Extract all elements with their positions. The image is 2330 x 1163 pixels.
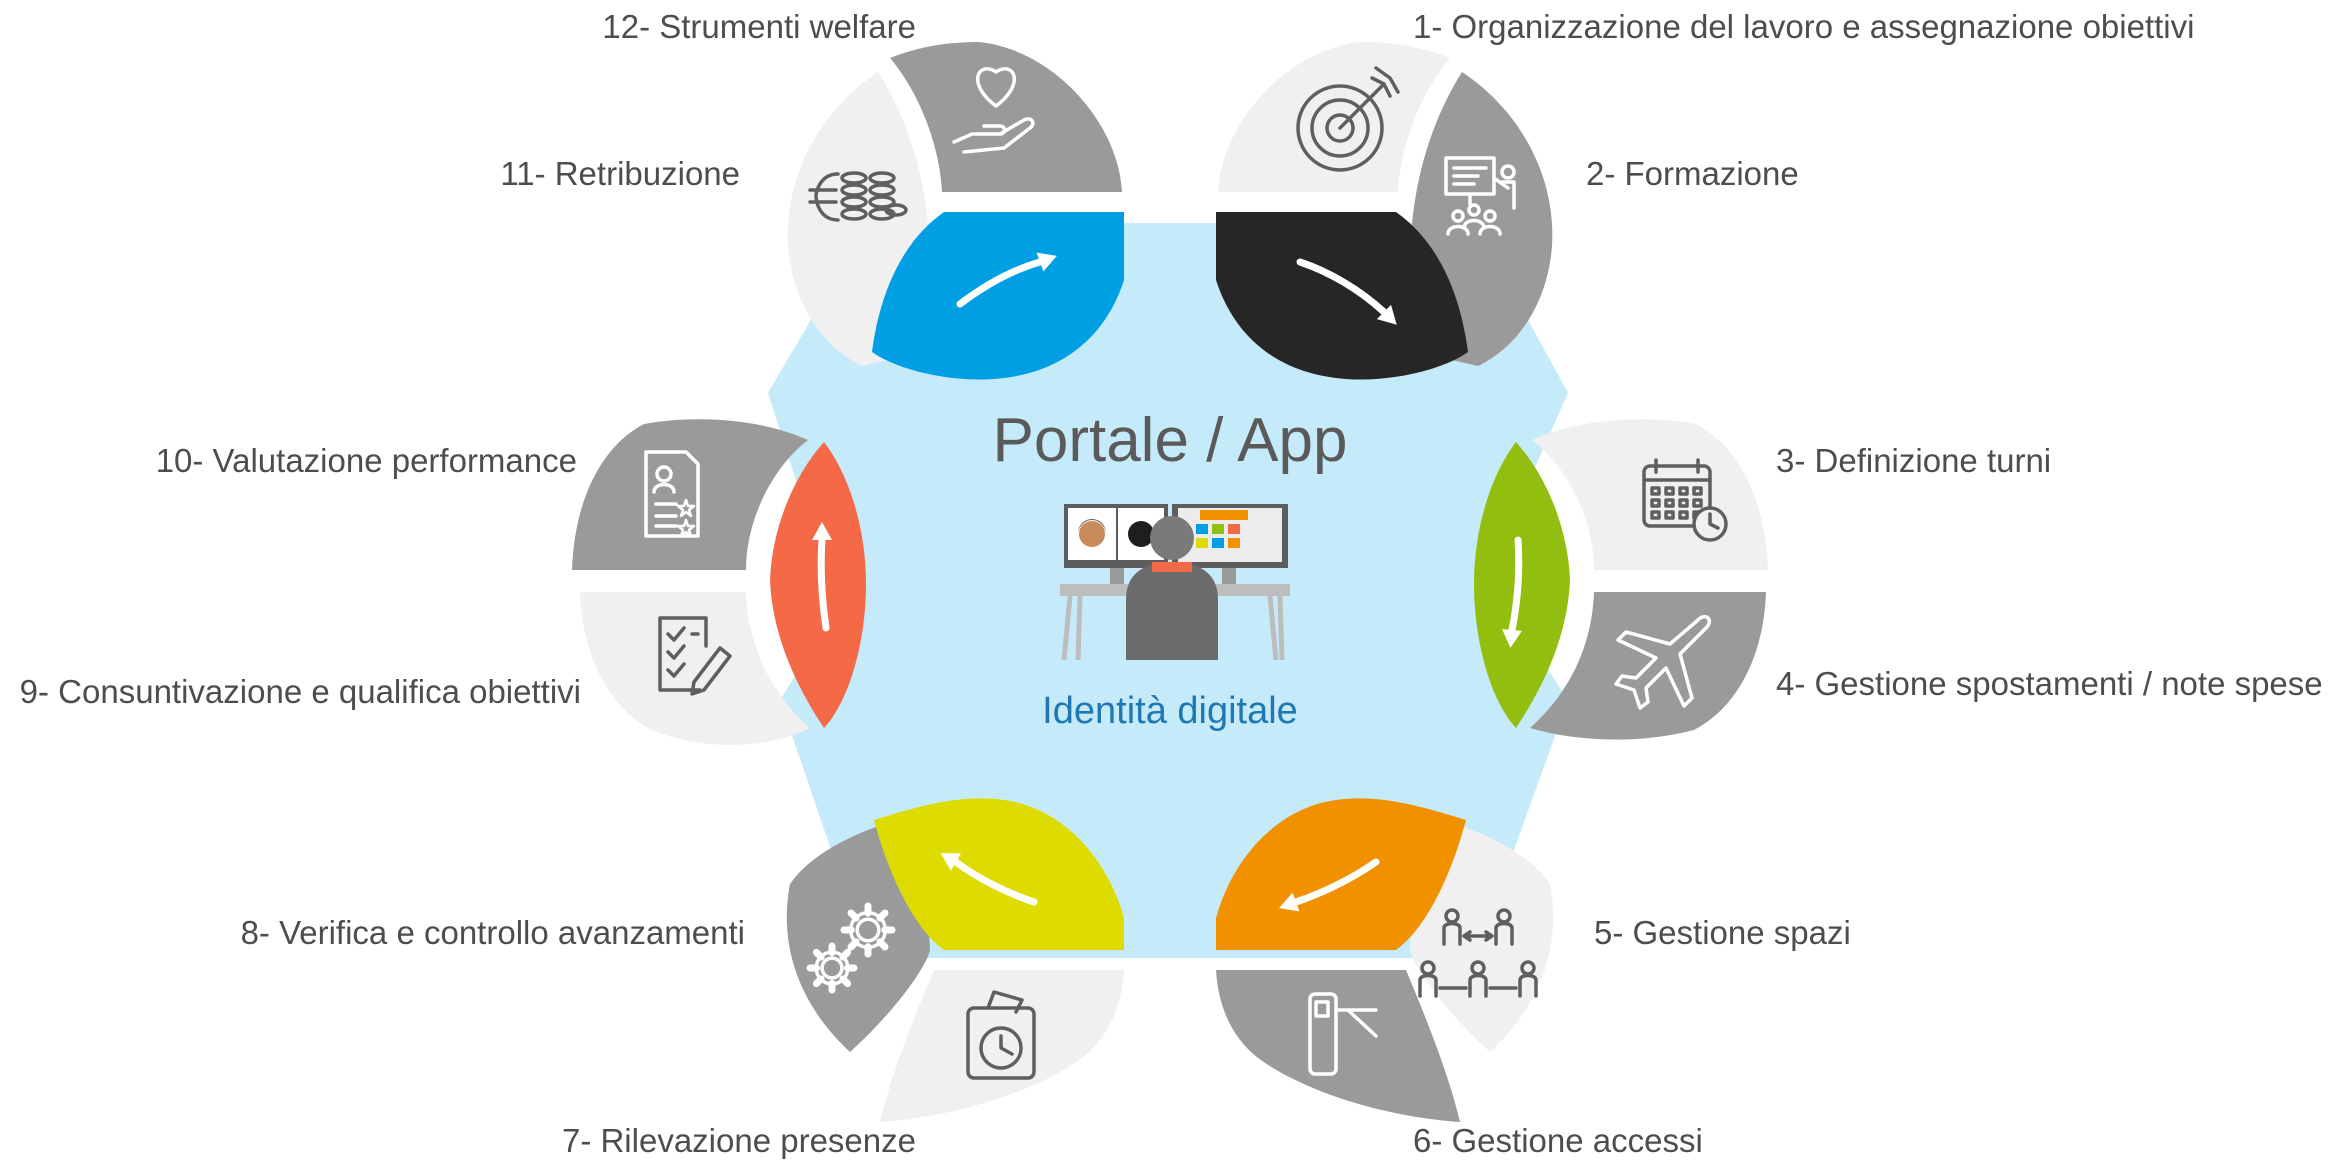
training-presentation-icon [1444,156,1516,236]
airplane-icon [1614,615,1711,710]
label-item-10: 10- Valutazione performance [155,442,577,479]
participant-2-face [1128,521,1154,547]
connector-3-arrow-line [1292,858,1380,906]
label-item-11: 11- Retribuzione [500,155,740,192]
label-item-8: 8- Verifica e controllo avanzamenti [240,914,745,951]
connector-1-arrow [1296,258,1397,325]
performance-document-icon [644,450,700,538]
connector-2-arrow-line [1508,536,1523,634]
euro-coins-icon [808,171,908,222]
people-spacing-icon [1418,908,1538,998]
connector-4 [874,798,1124,950]
petal-item-10 [572,419,808,570]
label-item-12: 12- Strumenti welfare [602,8,916,45]
checklist-pencil-icon [658,616,732,696]
connector-3-arrow-head [1279,892,1300,912]
connector-2-arrow-head [1502,629,1522,648]
center-subtitle: Identità digitale [1042,690,1298,732]
petal-item-6 [1216,970,1460,1122]
person-collar [1152,562,1192,572]
connector-5-arrow [812,522,832,632]
connector-6 [872,212,1124,380]
target-icon [1296,66,1400,172]
petal-item-12 [890,42,1122,192]
connector-3 [1216,798,1466,950]
app-tile-2 [1212,524,1224,534]
petal-item-3 [1532,419,1768,570]
app-tile-3 [1228,524,1240,534]
app-tile-6 [1228,538,1240,548]
connector-1-arrow-line [1296,258,1388,316]
connector-1-arrow-head [1376,304,1397,325]
connector-2-arrow [1502,536,1523,648]
connector-5-arrow-line [817,536,830,632]
app-tile-1 [1196,524,1208,534]
turnstile-icon [1308,992,1378,1076]
connector-1 [1216,212,1468,380]
calendar-clock-icon [1642,458,1728,542]
time-clock-card-icon [966,990,1036,1080]
label-item-6: 6- Gestione accessi [1413,1122,1703,1159]
connector-4-arrow-line [952,858,1038,906]
app-tile-5 [1212,538,1224,548]
label-item-9: 9- Consuntivazione e qualifica obiettivi [19,673,581,710]
app-header-bar [1200,510,1248,520]
label-item-7: 7- Rilevazione presenze [561,1122,916,1159]
desk-legs [1061,595,1285,661]
connector-5-arrow-head [812,522,832,540]
monitor-right-stand [1222,568,1236,584]
connector-6-arrow [956,252,1057,308]
connector-4-arrow [940,853,1038,906]
app-tile-4 [1196,538,1208,548]
center-title: Portale / App [992,406,1348,475]
label-item-4: 4- Gestione spostamenti / note spese [1776,665,2323,702]
label-item-1: 1- Organizzazione del lavoro e assegnazi… [1413,8,2195,45]
person-head [1150,516,1194,560]
participant-1-face [1079,521,1105,547]
heart-hand-icon [952,67,1035,154]
connector-3-arrow [1279,858,1380,912]
connector-5 [770,442,866,728]
gears-icon [806,902,896,994]
label-item-5: 5- Gestione spazi [1594,914,1851,951]
connector-4-arrow-head [940,853,961,871]
connector-6-arrow-head [1036,252,1057,272]
label-item-3: 3- Definizione turni [1776,442,2052,479]
workstation-illustration [1060,504,1290,661]
monitor-left-stand [1110,568,1124,584]
person-body [1126,562,1218,660]
connector-2 [1474,442,1570,728]
label-item-2: 2- Formazione [1586,155,1799,192]
petal-item-9 [580,592,810,745]
connector-6-arrow-line [956,258,1044,308]
